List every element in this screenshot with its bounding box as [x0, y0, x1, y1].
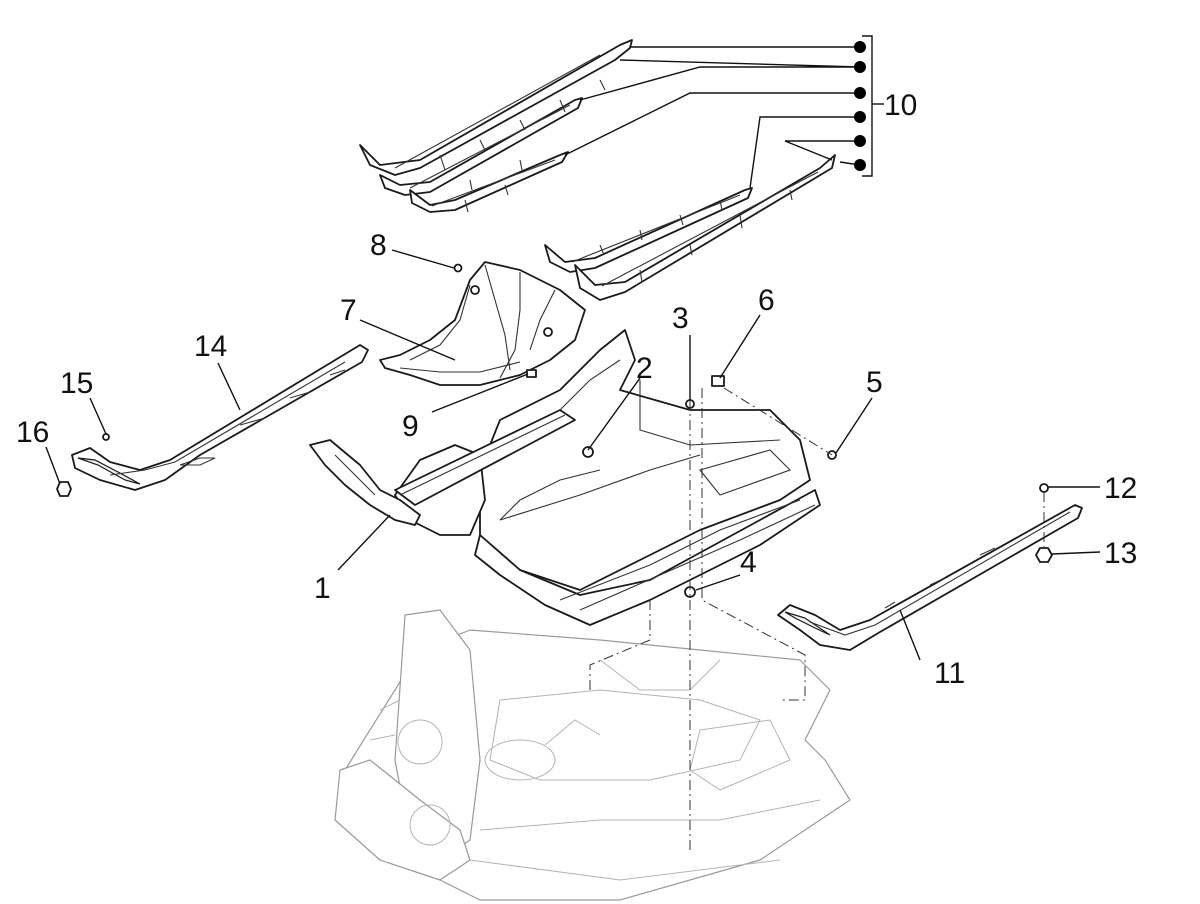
- assembly-centerlines: [589, 387, 1045, 850]
- callout-8: 8: [370, 229, 387, 262]
- callout-16: 16: [16, 416, 49, 449]
- part-leg-shield: [379, 261, 586, 386]
- callout-9: 9: [402, 410, 419, 443]
- part-right-side-rail: [777, 504, 1083, 651]
- chassis-frame: [334, 609, 851, 901]
- callout-12: 12: [1104, 472, 1137, 505]
- part-trim-strips: [359, 39, 836, 301]
- callout-7: 7: [340, 294, 357, 327]
- bullet-10-a: [854, 41, 866, 53]
- callout-11: 11: [934, 657, 965, 690]
- leader-lines: [45, 35, 1101, 661]
- callout-4: 4: [740, 546, 757, 579]
- callout-15: 15: [60, 367, 93, 400]
- bullet-10-b: [854, 61, 866, 73]
- callout-5: 5: [866, 366, 883, 399]
- group-10-bullets: [854, 41, 866, 171]
- callout-14: 14: [194, 330, 227, 363]
- part-left-side-rail: [71, 344, 369, 491]
- callout-10: 10: [884, 89, 917, 122]
- bullet-10-e: [854, 135, 866, 147]
- bullet-10-d: [854, 111, 866, 123]
- part-floorboard-body: [309, 329, 821, 626]
- callout-1: 1: [314, 572, 331, 605]
- callout-2: 2: [636, 352, 653, 385]
- bullet-10-c: [854, 87, 866, 99]
- callout-13: 13: [1104, 537, 1137, 570]
- callout-3: 3: [672, 302, 689, 335]
- bullet-10-f: [854, 159, 866, 171]
- callout-6: 6: [758, 284, 775, 317]
- callout-labels: 1 2 3 4 5 6 7 8 9 10 11 12 13 14 15 16: [16, 89, 1137, 690]
